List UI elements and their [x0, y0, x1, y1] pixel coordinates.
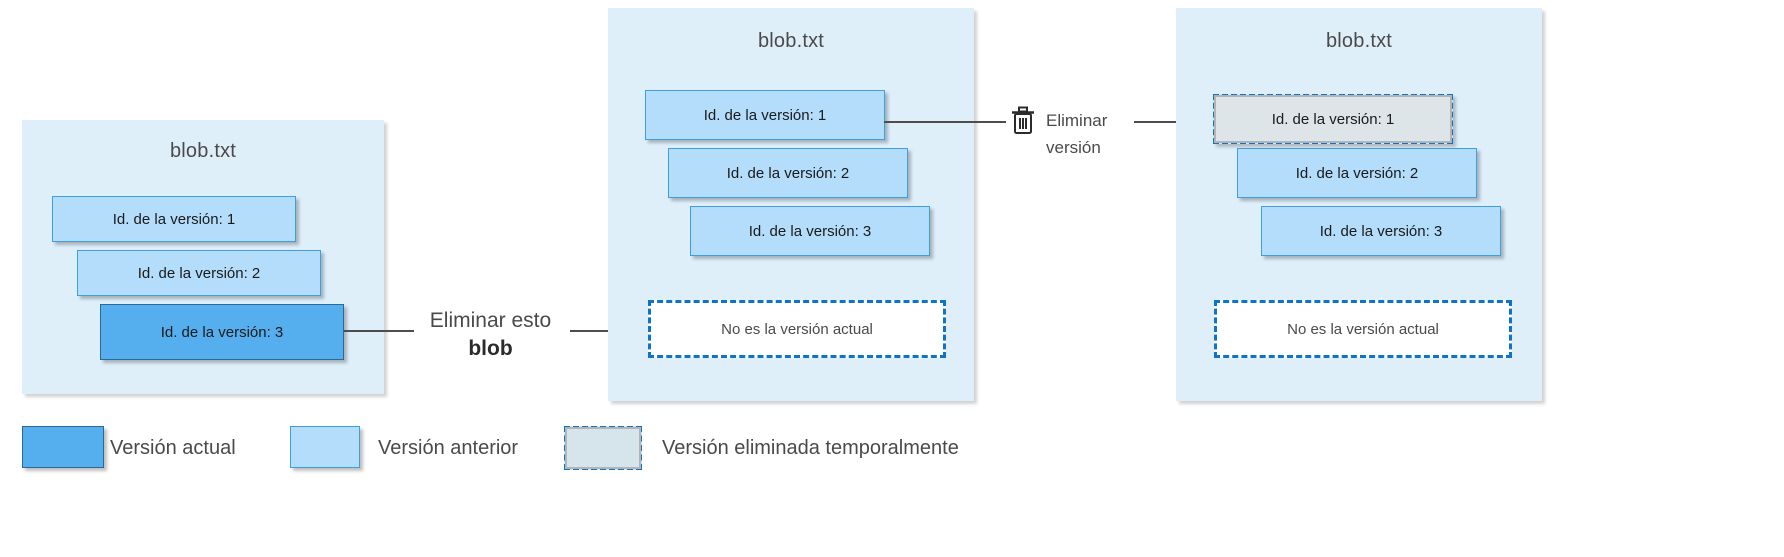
version-label: Id. de la versión: 3 [160, 323, 284, 341]
panel-after-version-delete-version-1: Id. de la versión: 1 [1213, 94, 1453, 144]
panel-initial-version-2: Id. de la versión: 2 [77, 250, 321, 296]
version-label: Id. de la versión: 2 [137, 264, 261, 282]
version-label: Id. de la versión: 2 [726, 164, 850, 182]
panel-after-blob-delete-version-2: Id. de la versión: 2 [668, 148, 908, 198]
panel-after-blob-delete-version-3: Id. de la versión: 3 [690, 206, 930, 256]
trash-icon [1010, 106, 1036, 136]
legend-swatch-current [22, 426, 104, 468]
panel-initial-version-1: Id. de la versión: 1 [52, 196, 296, 242]
legend-label-softdeleted: Versión eliminada temporalmente [662, 437, 959, 459]
not-current-version-label: No es la versión actual [721, 320, 873, 338]
legend-swatch-softdeleted [564, 426, 642, 470]
callout-delete-blob: Eliminar esto blob [418, 307, 563, 364]
panel-after-version-delete-version-2: Id. de la versión: 2 [1237, 148, 1477, 198]
connector-line-blob-right [570, 330, 638, 332]
callout-delete-blob-line1: Eliminar esto [429, 309, 552, 332]
callout-delete-version-line1: Eliminar [1046, 111, 1108, 130]
not-current-version-label: No es la versión actual [1287, 320, 1439, 338]
callout-delete-blob-line2: blob [468, 337, 513, 361]
legend-label-previous: Versión anterior [378, 437, 519, 459]
panel-after-version-delete-version-3: Id. de la versión: 3 [1261, 206, 1501, 256]
version-label: Id. de la versión: 1 [112, 210, 236, 228]
callout-delete-version: Eliminar versión [1046, 107, 1156, 161]
panel-after-version-delete-title: blob.txt [1325, 30, 1393, 52]
callout-delete-version-line2: versión [1046, 138, 1101, 158]
panel-initial-version-3: Id. de la versión: 3 [100, 304, 344, 360]
connector-line-version-left [884, 121, 1006, 123]
version-label: Id. de la versión: 1 [703, 106, 827, 124]
panel-after-version-delete-not-current-note: No es la versión actual [1214, 300, 1512, 358]
connector-line-blob-left [344, 330, 414, 332]
connector-line-version-right [1134, 121, 1196, 123]
version-label: Id. de la versión: 2 [1295, 164, 1419, 182]
panel-after-blob-delete-not-current-note: No es la versión actual [648, 300, 946, 358]
panel-after-blob-delete-version-1: Id. de la versión: 1 [645, 90, 885, 140]
panel-after-blob-delete-title: blob.txt [757, 30, 825, 52]
legend-label-current: Versión actual [110, 437, 236, 459]
panel-initial-title: blob.txt [169, 140, 237, 162]
legend-swatch-previous [290, 426, 360, 468]
version-label: Id. de la versión: 1 [1271, 110, 1395, 128]
version-label: Id. de la versión: 3 [748, 222, 872, 240]
version-label: Id. de la versión: 3 [1319, 222, 1443, 240]
